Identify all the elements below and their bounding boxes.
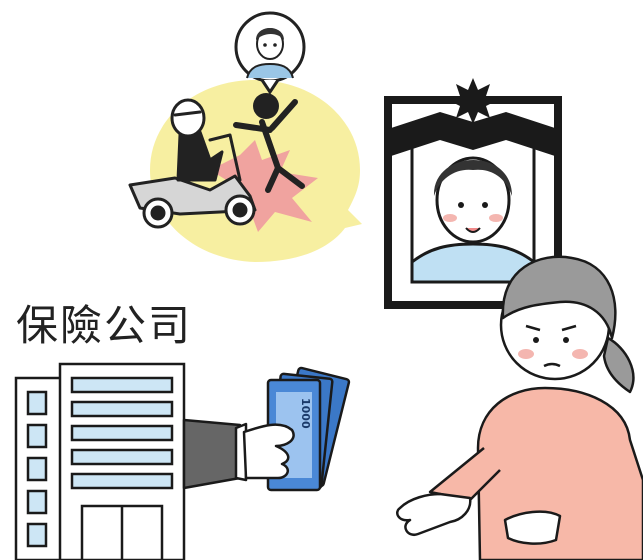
- scooter-rider: [128, 98, 257, 229]
- mourning-rosette: [448, 78, 498, 124]
- portrait-face: [435, 156, 511, 244]
- grieving-mother: [396, 255, 643, 560]
- banknote-value: 1000: [299, 398, 312, 429]
- hand: [242, 423, 295, 480]
- insurance-company-label: 保險公司: [16, 301, 193, 350]
- building-windows: [26, 376, 174, 548]
- insurance-building: [14, 362, 186, 560]
- mother-hair: [501, 255, 617, 340]
- payment-hand: 1000: [182, 366, 351, 492]
- portrait-hair: [433, 159, 512, 196]
- pedestrian-head: [253, 93, 279, 119]
- mother-ponytail: [602, 336, 635, 394]
- rider-helmet: [170, 98, 206, 138]
- mother-open-hand: [396, 492, 472, 537]
- pedestrian-figure: [233, 93, 305, 193]
- mourning-ribbon: [385, 112, 561, 158]
- memorial-portrait: [384, 78, 562, 309]
- suit-sleeve: [182, 418, 242, 490]
- mother-resting-hand: [503, 510, 562, 545]
- mother-shirt: [476, 386, 643, 560]
- portrait-shirt: [410, 242, 536, 284]
- victim-avatar: [234, 11, 306, 95]
